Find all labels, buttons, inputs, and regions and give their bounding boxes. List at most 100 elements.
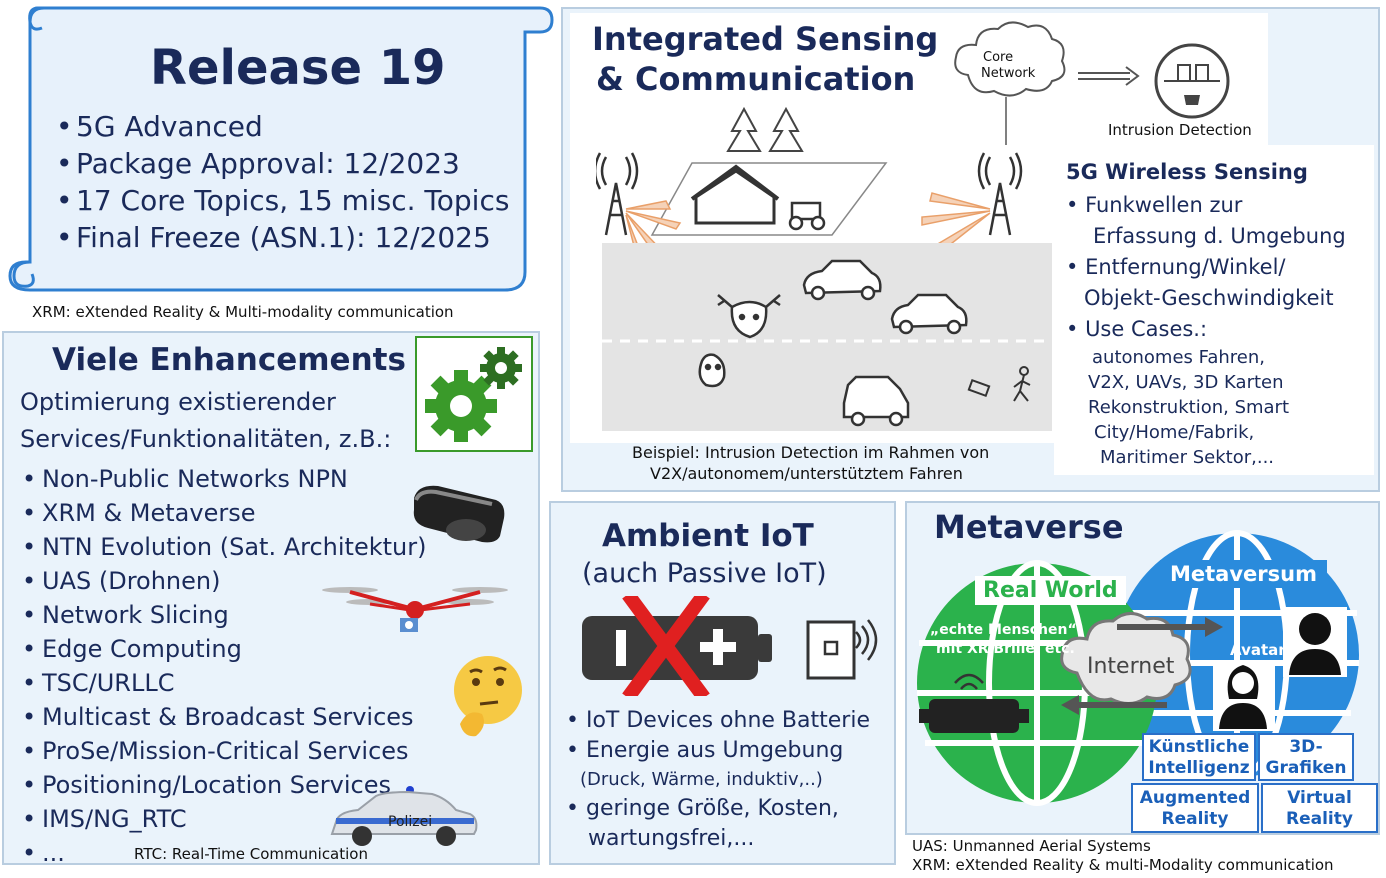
- intrusion-label: Intrusion Detection: [1108, 121, 1252, 139]
- usecase-line: V2X, UAVs, 3D Karten: [1088, 372, 1284, 393]
- feature-box-3d: 3D- Grafiken: [1258, 733, 1354, 781]
- enhancement-item: TSC/URLLC: [20, 666, 426, 700]
- enhancements-subtitle-1: Optimierung existierender: [20, 388, 336, 416]
- globes-diagram: [917, 530, 1359, 806]
- wireless-bullet-2b: Objekt-Geschwindigkeit: [1084, 286, 1334, 310]
- rtc-footnote: RTC: Real-Time Communication: [134, 845, 368, 863]
- feature-box-vr: Virtual Reality: [1261, 783, 1378, 833]
- isac-text-bg: [1054, 145, 1374, 475]
- wireless-sensing-title: 5G Wireless Sensing: [1066, 160, 1308, 184]
- police-car: Polizei: [328, 786, 478, 848]
- feature-ar-1: Augmented: [1139, 788, 1251, 808]
- core-network-label-1: Core: [983, 50, 1014, 65]
- humans-label-1: „echte Menschen“: [930, 622, 1077, 638]
- ambient-iot-panel: [549, 501, 896, 865]
- feature-ai-1: Künstliche: [1148, 737, 1250, 757]
- wireless-bullet-2-text: Entfernung/Winkel/: [1085, 255, 1286, 279]
- usecase-lines: autonomes Fahren, V2X, UAVs, 3D Karten R…: [1088, 345, 1289, 470]
- metaverse-title: Metaverse: [926, 508, 1132, 546]
- ambient-item-3: • geringe Größe, Kosten,: [566, 796, 839, 821]
- feature-ar-2: Reality: [1161, 809, 1229, 829]
- release-title: Release 19: [150, 40, 446, 96]
- enhancement-item: Multicast & Broadcast Services: [20, 700, 426, 734]
- uas-footnote: UAS: Unmanned Aerial Systems: [912, 837, 1151, 855]
- enhancement-item: Network Slicing: [20, 598, 426, 632]
- enhancement-item: Positioning/Location Services: [20, 768, 426, 802]
- usecase-line: autonomes Fahren,: [1092, 347, 1265, 368]
- wireless-bullet-2: • Entfernung/Winkel/: [1066, 255, 1286, 279]
- wireless-bullet-1: • Funkwellen zur: [1066, 193, 1243, 217]
- enhancement-item: NTN Evolution (Sat. Architektur): [20, 530, 426, 564]
- real-world-label: Real World: [975, 576, 1126, 605]
- feature-box-ar: Augmented Reality: [1131, 783, 1259, 833]
- release-list: 5G Advanced Package Approval: 12/2023 17…: [54, 108, 509, 256]
- isac-caption-1: Beispiel: Intrusion Detection im Rahmen …: [632, 443, 990, 462]
- gears-icon-frame: [415, 336, 533, 452]
- ambient-item-2: • Energie aus Umgebung: [566, 738, 844, 763]
- enhancements-list: Non-Public Networks NPN XRM & Metaverse …: [20, 462, 426, 870]
- enhancements-subtitle-2: Services/Funktionalitäten, z.B.:: [20, 425, 392, 453]
- ambient-item-2-text: Energie aus Umgebung: [585, 738, 844, 763]
- ambient-item-3-text: geringe Größe, Kosten,: [585, 796, 839, 821]
- road-scene: [596, 106, 1052, 431]
- ambient-item-3b: wartungsfrei,...: [588, 826, 755, 851]
- gears-icon: [425, 347, 522, 442]
- xrm-footnote-bottom: XRM: eXtended Reality & multi-Modality c…: [912, 856, 1334, 874]
- usecase-line: Rekonstruktion, Smart: [1088, 397, 1290, 418]
- ambient-item-1-text: IoT Devices ohne Batterie: [585, 708, 870, 733]
- feature-ai-2: Intelligenz: [1148, 758, 1250, 778]
- ambient-subtitle: (auch Passive IoT): [582, 558, 827, 589]
- avatare-label: Avatare: [1230, 641, 1296, 659]
- usecase-line: Maritimer Sektor,...: [1100, 447, 1275, 468]
- humans-label-2: mit XR Brille, etc.: [936, 641, 1075, 657]
- feature-3d-2: Grafiken: [1265, 758, 1347, 778]
- release-item: 17 Core Topics, 15 misc. Topics: [54, 182, 509, 219]
- internet-label: Internet: [1087, 654, 1175, 679]
- feature-vr-2: Reality: [1286, 809, 1353, 829]
- animal-icons: [698, 294, 781, 388]
- enhancement-item: ...: [20, 836, 426, 870]
- ambient-item-2-sub: (Druck, Wärme, induktiv,..): [580, 769, 823, 790]
- avatar-icons: [1213, 607, 1347, 731]
- wireless-bullet-3: • Use Cases.:: [1066, 317, 1208, 341]
- passive-tag-icon: [806, 619, 878, 680]
- isac-title-1: Integrated Sensing: [592, 20, 939, 58]
- enhancement-item: ProSe/Mission-Critical Services: [20, 734, 426, 768]
- core-network-diagram: [954, 21, 1230, 145]
- wireless-bullet-1-text: Funkwellen zur: [1085, 193, 1243, 217]
- usecase-line: City/Home/Fabrik,: [1094, 422, 1255, 443]
- police-car-icon: [330, 786, 478, 846]
- release-item: Package Approval: 12/2023: [54, 145, 509, 182]
- pedestrian-icon: [967, 366, 1031, 402]
- ambient-title: Ambient IoT: [602, 518, 814, 554]
- wireless-bullet-3-text: Use Cases.:: [1085, 317, 1208, 341]
- enhancement-item: Non-Public Networks NPN: [20, 462, 426, 496]
- police-label: Polizei: [388, 814, 433, 830]
- feature-vr-1: Virtual: [1287, 788, 1352, 808]
- wireless-bullet-1b: Erfassung d. Umgebung: [1093, 224, 1346, 248]
- drone-icon: [322, 587, 508, 632]
- release-scroll: Release 19 5G Advanced Package Approval:…: [0, 0, 560, 300]
- feature-box-ai: Künstliche Intelligenz: [1142, 733, 1256, 781]
- feature-3d-1: 3D-: [1289, 737, 1323, 757]
- release-item: Final Freeze (ASN.1): 12/2025: [54, 219, 509, 256]
- enhancement-item: Edge Computing: [20, 632, 426, 666]
- xrm-footnote-top: XRM: eXtended Reality & Multi-modality c…: [32, 303, 454, 321]
- metaversum-label: Metaversum: [1160, 560, 1327, 588]
- enhancement-item: IMS/NG_RTC: [20, 802, 426, 836]
- ambient-item-1: • IoT Devices ohne Batterie: [566, 708, 870, 733]
- car-icons: [802, 259, 968, 427]
- core-network-label-2: Network: [981, 66, 1036, 81]
- isac-caption-2: V2X/autonomem/unterstütztem Fahren: [650, 464, 963, 483]
- wireless-sensing-list: • Funkwellen zur Erfassung d. Umgebung •…: [1066, 190, 1346, 345]
- tree-icons: [726, 106, 804, 152]
- isac-title-2: & Communication: [596, 60, 916, 98]
- xr-glasses-icon: [919, 673, 1029, 733]
- release-item: 5G Advanced: [54, 108, 509, 145]
- battery-crossed-icon: [582, 596, 772, 696]
- vr-headset-icon: [413, 485, 505, 543]
- enhancements-title: Viele Enhancements: [52, 342, 406, 378]
- thinking-emoji-icon: [454, 656, 522, 737]
- enhancement-item: XRM & Metaverse: [20, 496, 426, 530]
- ambient-list: • IoT Devices ohne Batterie • Energie au…: [566, 706, 870, 854]
